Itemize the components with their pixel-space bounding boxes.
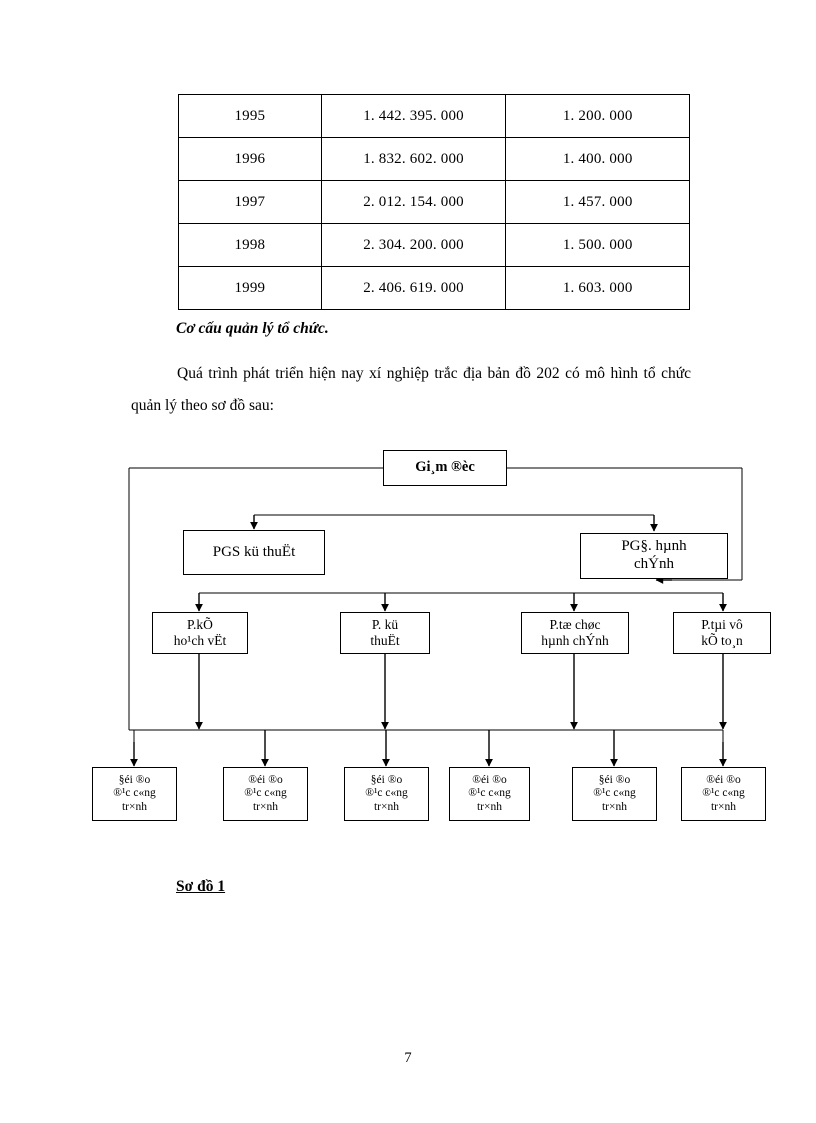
org-node-finance-dept: P.tµi vô kÕ to¸n: [673, 612, 771, 654]
org-node-planning-dept-text: P.kÕ ho¹ch vËt: [174, 617, 226, 649]
paragraph-line-2: chức quản lý theo sơ đồ sau:: [131, 365, 691, 414]
org-node-survey-team-1-line1: §éi ®o: [118, 773, 151, 786]
org-node-survey-team-3: §éi ®o ®¹c c«ng tr×nh: [344, 767, 429, 821]
org-node-organization-dept-line2: hµnh chÝnh: [541, 633, 609, 648]
org-node-survey-team-3-text: §éi ®o ®¹c c«ng tr×nh: [365, 774, 408, 815]
org-node-organization-dept-line1: P.tæ chøc: [549, 617, 601, 633]
table-row: 1997 2. 012. 154. 000 1. 457. 000: [178, 180, 690, 224]
org-node-survey-team-4-text: ®éi ®o ®¹c c«ng tr×nh: [468, 774, 511, 815]
org-node-finance-dept-text: P.tµi vô kÕ to¸n: [701, 617, 743, 649]
org-node-organization-dept: P.tæ chøc hµnh chÝnh: [521, 612, 629, 654]
table-body: 1995 1. 442. 395. 000 1. 200. 000 1996 1…: [178, 94, 690, 310]
cell-quantity: 1. 400. 000: [505, 137, 690, 181]
cell-quantity: 1. 500. 000: [505, 223, 690, 267]
org-node-survey-team-3-line1: §éi ®o: [370, 773, 403, 786]
org-node-survey-team-4-line1: ®éi ®o: [472, 773, 507, 786]
org-node-survey-team-1: §éi ®o ®¹c c«ng tr×nh: [92, 767, 177, 821]
org-node-technical-dept-line2: thuËt: [370, 633, 400, 648]
cell-revenue: 1. 442. 395. 000: [320, 94, 507, 138]
org-node-survey-team-6-text: ®éi ®o ®¹c c«ng tr×nh: [702, 774, 745, 815]
cell-year: 1995: [178, 94, 322, 138]
org-node-technical-dept: P. kü thuËt: [340, 612, 430, 654]
org-node-survey-team-1-text: §éi ®o ®¹c c«ng tr×nh: [113, 774, 156, 815]
org-node-deputy-technical: PGS kü thuËt: [183, 530, 325, 575]
financial-data-table: 1995 1. 442. 395. 000 1. 200. 000 1996 1…: [178, 94, 690, 310]
org-node-survey-team-2-line2: ®¹c c«ng: [244, 787, 287, 800]
cell-quantity: 1. 200. 000: [505, 94, 690, 138]
org-node-survey-team-6-line3: tr×nh: [710, 800, 736, 813]
table-row: 1996 1. 832. 602. 000 1. 400. 000: [178, 137, 690, 181]
org-node-survey-team-4: ®éi ®o ®¹c c«ng tr×nh: [449, 767, 530, 821]
org-node-director: Gi¸m ®èc: [383, 450, 507, 486]
table-row: 1998 2. 304. 200. 000 1. 500. 000: [178, 223, 690, 267]
cell-year: 1997: [178, 180, 322, 224]
org-node-planning-dept: P.kÕ ho¹ch vËt: [152, 612, 248, 654]
org-node-director-label: Gi¸m ®èc: [415, 459, 475, 476]
org-node-planning-dept-line2: ho¹ch vËt: [173, 633, 227, 648]
org-node-deputy-administrative-line2: chÝnh: [633, 556, 674, 572]
org-node-finance-dept-line2: kÕ to¸n: [701, 633, 743, 648]
cell-revenue: 1. 832. 602. 000: [320, 137, 507, 181]
paragraph-line-1: Quá trình phát triển hiện nay xí nghiệp …: [177, 365, 656, 382]
cell-year: 1998: [178, 223, 322, 267]
org-node-planning-dept-line1: P.kÕ: [187, 617, 213, 633]
page-number: 7: [404, 1050, 412, 1066]
org-node-survey-team-5-line1: §éi ®o: [598, 773, 631, 786]
org-node-survey-team-4-line3: tr×nh: [476, 800, 502, 813]
org-node-survey-team-2: ®éi ®o ®¹c c«ng tr×nh: [223, 767, 308, 821]
cell-revenue: 2. 304. 200. 000: [320, 223, 507, 267]
section-heading: Cơ cấu quản lý tổ chức.: [176, 320, 329, 337]
org-node-survey-team-2-line3: tr×nh: [252, 800, 278, 813]
table-row: 1995 1. 442. 395. 000 1. 200. 000: [178, 94, 690, 138]
org-node-survey-team-3-line2: ®¹c c«ng: [365, 787, 408, 800]
org-node-finance-dept-line1: P.tµi vô: [701, 617, 743, 633]
cell-revenue: 2. 406. 619. 000: [320, 266, 507, 310]
org-node-technical-dept-text: P. kü thuËt: [370, 617, 399, 649]
org-node-survey-team-6-line2: ®¹c c«ng: [702, 787, 745, 800]
org-node-organization-dept-text: P.tæ chøc hµnh chÝnh: [541, 617, 608, 649]
org-node-deputy-administrative-text: PG§. hµnh chÝnh: [621, 538, 686, 573]
org-node-deputy-administrative: PG§. hµnh chÝnh: [580, 533, 728, 579]
org-node-survey-team-5-line2: ®¹c c«ng: [593, 787, 636, 800]
org-node-survey-team-2-line1: ®éi ®o: [248, 773, 283, 786]
org-node-technical-dept-line1: P. kü: [371, 617, 399, 633]
org-node-survey-team-6: ®éi ®o ®¹c c«ng tr×nh: [681, 767, 766, 821]
chart-connector-lines: [128, 467, 743, 767]
org-node-survey-team-5-line3: tr×nh: [601, 800, 627, 813]
org-node-survey-team-1-line2: ®¹c c«ng: [113, 787, 156, 800]
org-node-survey-team-6-line1: ®éi ®o: [706, 773, 741, 786]
cell-quantity: 1. 457. 000: [505, 180, 690, 224]
body-paragraph: Quá trình phát triển hiện nay xí nghiệp …: [131, 358, 691, 422]
table-row: 1999 2. 406. 619. 000 1. 603. 000: [178, 266, 690, 310]
org-node-survey-team-5-text: §éi ®o ®¹c c«ng tr×nh: [593, 774, 636, 815]
org-node-deputy-administrative-line1: PG§. hµnh: [621, 538, 687, 555]
org-node-survey-team-1-line3: tr×nh: [121, 800, 147, 813]
cell-revenue: 2. 012. 154. 000: [320, 180, 507, 224]
organization-chart: Gi¸m ®èc PGS kü thuËt PG§. hµnh chÝnh P.…: [0, 430, 816, 870]
cell-quantity: 1. 603. 000: [505, 266, 690, 310]
org-node-survey-team-3-line3: tr×nh: [373, 800, 399, 813]
figure-caption: Sơ đồ 1: [176, 878, 226, 895]
cell-year: 1996: [178, 137, 322, 181]
org-node-survey-team-4-line2: ®¹c c«ng: [468, 787, 511, 800]
org-node-deputy-technical-label: PGS kü thuËt: [212, 543, 296, 560]
cell-year: 1999: [178, 266, 322, 310]
org-node-survey-team-2-text: ®éi ®o ®¹c c«ng tr×nh: [244, 774, 287, 815]
org-node-survey-team-5: §éi ®o ®¹c c«ng tr×nh: [572, 767, 657, 821]
